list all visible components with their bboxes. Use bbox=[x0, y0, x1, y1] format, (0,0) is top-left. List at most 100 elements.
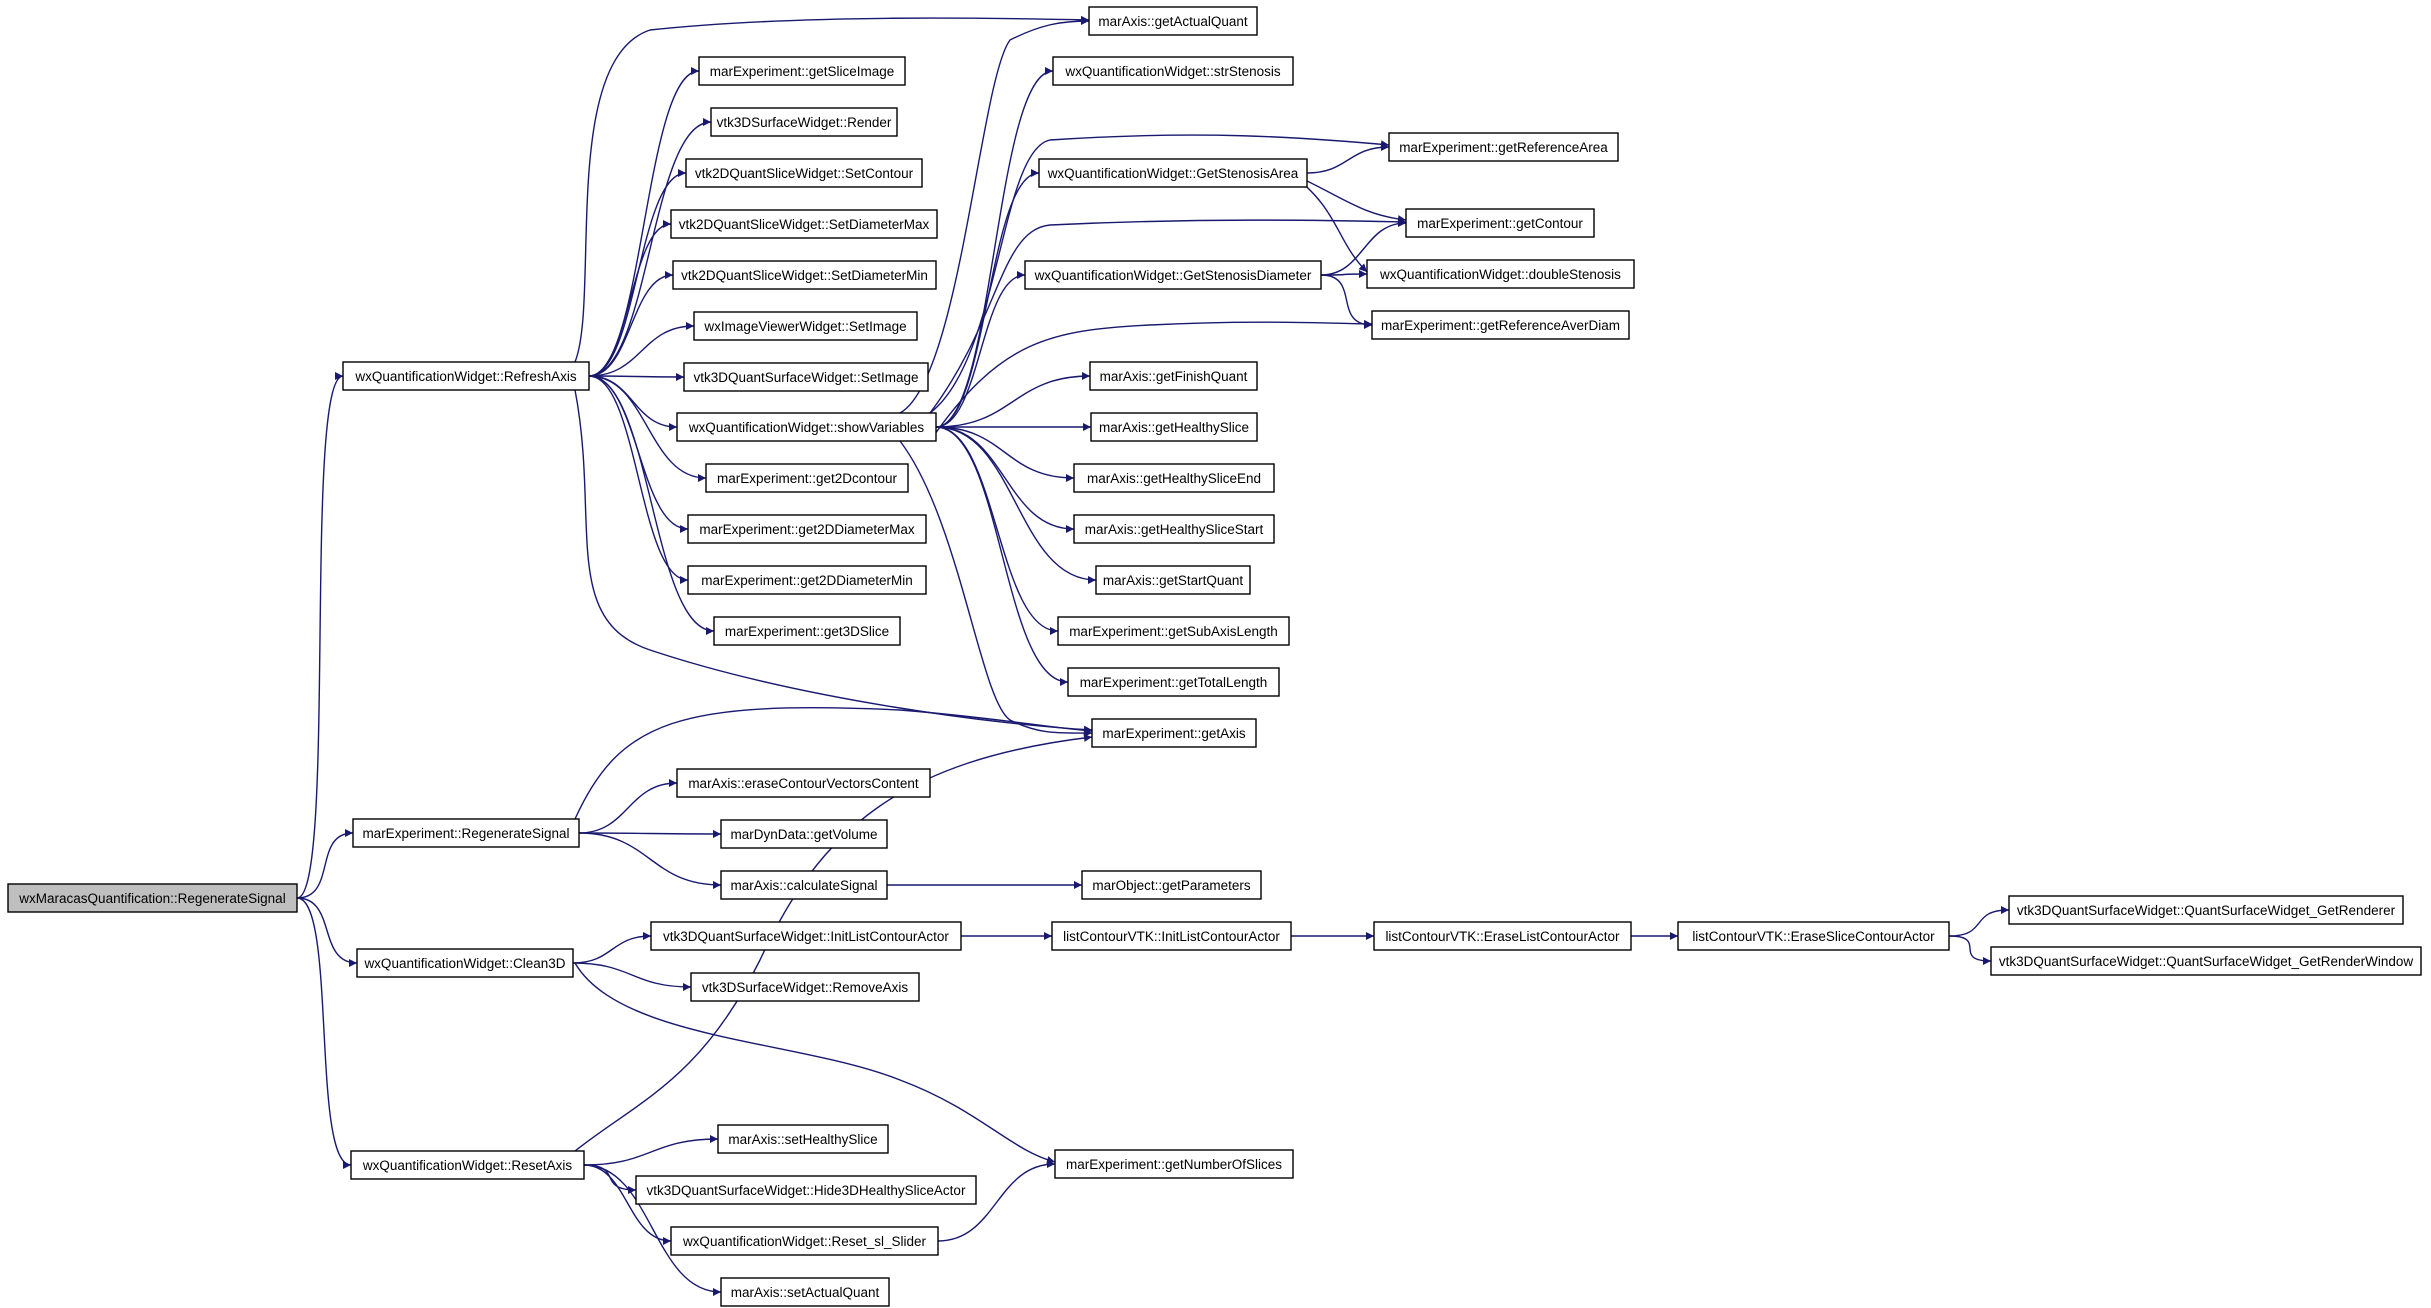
node-n14[interactable]: marExperiment::get2DDiameterMax bbox=[687, 514, 927, 544]
node-n34[interactable]: marDynData::getVolume bbox=[720, 819, 888, 849]
node-label: marAxis::getHealthySliceEnd bbox=[1087, 471, 1261, 486]
node-label: marAxis::calculateSignal bbox=[730, 878, 877, 893]
node-label: marExperiment::get3DSlice bbox=[725, 624, 889, 639]
node-n43[interactable]: vtk3DQuantSurfaceWidget::QuantSurfaceWid… bbox=[1990, 946, 2422, 976]
edge-n2-n35 bbox=[578, 832, 722, 889]
edge-n1-n10 bbox=[588, 322, 695, 377]
node-n47[interactable]: wxQuantificationWidget::Reset_sl_Slider bbox=[670, 1226, 939, 1256]
edge-n12-n26 bbox=[935, 426, 1059, 635]
edge-n2-n34 bbox=[578, 829, 722, 838]
node-n17[interactable]: marAxis::getActualQuant bbox=[1088, 6, 1258, 36]
node-n5[interactable]: marExperiment::getSliceImage bbox=[698, 56, 906, 86]
node-box bbox=[717, 1124, 889, 1154]
node-n23[interactable]: marAxis::getHealthySliceEnd bbox=[1073, 463, 1275, 493]
node-box bbox=[356, 948, 574, 978]
node-n29[interactable]: marExperiment::getReferenceArea bbox=[1388, 132, 1619, 162]
node-box bbox=[350, 1150, 585, 1180]
edge-n41-n42 bbox=[1948, 906, 2010, 937]
node-n40[interactable]: listContourVTK::EraseListContourActor bbox=[1373, 921, 1632, 951]
edge-n1-n17 bbox=[574, 15, 1090, 363]
node-label: marExperiment::get2Dcontour bbox=[717, 471, 898, 486]
node-label: wxQuantificationWidget::showVariables bbox=[688, 420, 925, 435]
node-n36[interactable]: marObject::getParameters bbox=[1081, 870, 1262, 900]
node-box bbox=[1073, 463, 1275, 493]
node-n42[interactable]: vtk3DQuantSurfaceWidget::QuantSurfaceWid… bbox=[2008, 895, 2404, 925]
node-n24[interactable]: marAxis::getHealthySliceStart bbox=[1073, 514, 1275, 544]
node-n21[interactable]: marAxis::getFinishQuant bbox=[1089, 361, 1258, 391]
node-n26[interactable]: marExperiment::getSubAxisLength bbox=[1057, 616, 1290, 646]
node-n2[interactable]: marExperiment::RegenerateSignal bbox=[352, 818, 580, 848]
node-n1[interactable]: wxQuantificationWidget::RefreshAxis bbox=[342, 361, 590, 391]
node-n32[interactable]: marExperiment::getReferenceAverDiam bbox=[1371, 310, 1630, 340]
node-box bbox=[1024, 260, 1322, 290]
node-box bbox=[342, 361, 590, 391]
node-n16[interactable]: marExperiment::get3DSlice bbox=[713, 616, 901, 646]
node-label: marExperiment::getSubAxisLength bbox=[1069, 624, 1278, 639]
node-label: marExperiment::getAxis bbox=[1102, 726, 1246, 741]
node-n6[interactable]: vtk3DSurfaceWidget::Render bbox=[710, 107, 898, 137]
node-n31[interactable]: wxQuantificationWidget::doubleStenosis bbox=[1366, 259, 1635, 289]
node-n18[interactable]: wxQuantificationWidget::strStenosis bbox=[1052, 56, 1294, 86]
node-n9[interactable]: vtk2DQuantSliceWidget::SetDiameterMin bbox=[672, 260, 937, 290]
edge-n1-n13 bbox=[588, 375, 707, 482]
node-n48[interactable]: marAxis::setActualQuant bbox=[720, 1277, 890, 1307]
node-label: vtk3DQuantSurfaceWidget::QuantSurfaceWid… bbox=[1999, 954, 2413, 969]
edge-n12-n23 bbox=[935, 426, 1075, 482]
node-n15[interactable]: marExperiment::get2DDiameterMin bbox=[687, 565, 927, 595]
node-n4[interactable]: wxQuantificationWidget::ResetAxis bbox=[350, 1150, 585, 1180]
edge-n1-n12 bbox=[588, 375, 678, 431]
node-n41[interactable]: listContourVTK::EraseSliceContourActor bbox=[1677, 921, 1950, 951]
node-box bbox=[1073, 514, 1275, 544]
edge-n47-n44 bbox=[937, 1160, 1056, 1242]
node-label: wxQuantificationWidget::RefreshAxis bbox=[354, 369, 577, 384]
node-n30[interactable]: marExperiment::getContour bbox=[1405, 208, 1595, 238]
node-n10[interactable]: wxImageViewerWidget::SetImage bbox=[693, 311, 918, 341]
node-box bbox=[670, 209, 938, 239]
node-n3[interactable]: wxQuantificationWidget::Clean3D bbox=[356, 948, 574, 978]
node-n7[interactable]: vtk2DQuantSliceWidget::SetContour bbox=[685, 158, 923, 188]
edges-layer bbox=[296, 15, 2010, 1296]
node-n27[interactable]: marExperiment::getTotalLength bbox=[1067, 667, 1280, 697]
node-box bbox=[1388, 132, 1619, 162]
node-n45[interactable]: marAxis::setHealthySlice bbox=[717, 1124, 889, 1154]
node-n12[interactable]: wxQuantificationWidget::showVariables bbox=[676, 412, 937, 442]
node-label: vtk3DSurfaceWidget::Render bbox=[717, 115, 892, 130]
node-box bbox=[2008, 895, 2404, 925]
node-n8[interactable]: vtk2DQuantSliceWidget::SetDiameterMax bbox=[670, 209, 938, 239]
node-label: marAxis::getActualQuant bbox=[1098, 14, 1248, 29]
node-label: wxImageViewerWidget::SetImage bbox=[703, 319, 906, 334]
edge-n12-n20 bbox=[935, 271, 1026, 428]
node-box bbox=[720, 819, 888, 849]
node-n13[interactable]: marExperiment::get2Dcontour bbox=[705, 463, 909, 493]
node-label: marAxis::getHealthySliceStart bbox=[1085, 522, 1264, 537]
node-label: wxQuantificationWidget::GetStenosisArea bbox=[1047, 166, 1299, 181]
node-n11[interactable]: vtk3DQuantSurfaceWidget::SetImage bbox=[683, 362, 929, 392]
node-n38[interactable]: vtk3DSurfaceWidget::RemoveAxis bbox=[690, 972, 920, 1002]
edge-n41-n43 bbox=[1948, 935, 1992, 965]
node-label: marExperiment::getContour bbox=[1417, 216, 1583, 231]
node-n28[interactable]: marExperiment::getAxis bbox=[1091, 718, 1257, 748]
node-n46[interactable]: vtk3DQuantSurfaceWidget::Hide3DHealthySl… bbox=[635, 1175, 977, 1205]
node-n44[interactable]: marExperiment::getNumberOfSlices bbox=[1054, 1149, 1294, 1179]
node-label: marAxis::setActualQuant bbox=[731, 1285, 880, 1300]
node-label: vtk3DQuantSurfaceWidget::Hide3DHealthySl… bbox=[647, 1183, 966, 1198]
node-label: marExperiment::get2DDiameterMax bbox=[699, 522, 915, 537]
node-n20[interactable]: wxQuantificationWidget::GetStenosisDiame… bbox=[1024, 260, 1322, 290]
node-n33[interactable]: marAxis::eraseContourVectorsContent bbox=[676, 768, 931, 798]
node-box bbox=[1057, 616, 1290, 646]
node-box bbox=[676, 768, 931, 798]
node-n37[interactable]: vtk3DQuantSurfaceWidget::InitListContour… bbox=[650, 921, 962, 951]
node-label: marExperiment::getTotalLength bbox=[1080, 675, 1268, 690]
node-n39[interactable]: listContourVTK::InitListContourActor bbox=[1051, 921, 1292, 951]
node-n25[interactable]: marAxis::getStartQuant bbox=[1095, 565, 1251, 595]
node-label: marExperiment::get2DDiameterMin bbox=[701, 573, 913, 588]
node-n0[interactable]: wxMaracasQuantification::RegenerateSigna… bbox=[7, 883, 298, 913]
node-label: vtk2DQuantSliceWidget::SetDiameterMax bbox=[679, 217, 930, 232]
node-n35[interactable]: marAxis::calculateSignal bbox=[720, 870, 888, 900]
node-n22[interactable]: marAxis::getHealthySlice bbox=[1090, 412, 1258, 442]
edge-n12-n21 bbox=[935, 372, 1091, 428]
node-box bbox=[1371, 310, 1630, 340]
node-label: marExperiment::getReferenceArea bbox=[1399, 140, 1608, 155]
node-n19[interactable]: wxQuantificationWidget::GetStenosisArea bbox=[1038, 158, 1308, 188]
